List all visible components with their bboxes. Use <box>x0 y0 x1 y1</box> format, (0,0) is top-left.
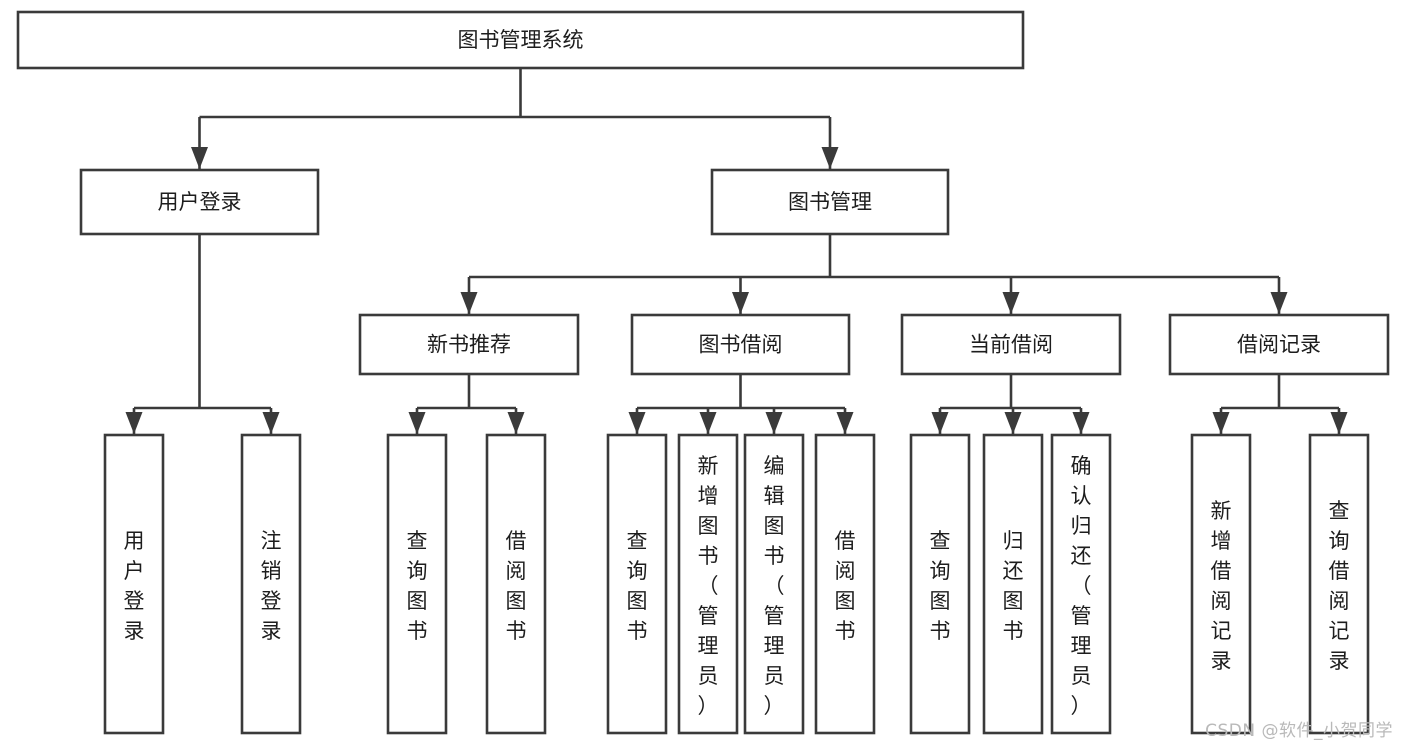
arrow-head-icon <box>1270 292 1288 314</box>
node-user-login[interactable]: 用户登录 <box>79 168 320 236</box>
arrow-head-icon <box>262 412 280 434</box>
node-leaf-return-book-box[interactable] <box>982 433 1044 735</box>
arrow-head-icon <box>699 412 717 434</box>
node-new-book-rec-box[interactable] <box>358 313 580 376</box>
node-leaf-borrow-book-1-label: 借阅图书 <box>506 529 527 643</box>
arrow-head-icon <box>931 412 949 434</box>
arrow-head-icon <box>836 412 854 434</box>
node-user-login-label: 用户登录 <box>158 190 242 214</box>
node-boxes-layer: 图书管理系统用户登录图书管理新书推荐图书借阅当前借阅借阅记录用户登录注销登录查询… <box>16 10 1390 735</box>
node-leaf-add-record-box[interactable] <box>1190 433 1252 735</box>
node-leaf-logout-box[interactable] <box>240 433 302 735</box>
node-leaf-return-book-label: 归还图书 <box>1003 529 1024 643</box>
node-borrow-record-label: 借阅记录 <box>1237 333 1321 357</box>
node-leaf-query-book-3-box[interactable] <box>909 433 971 735</box>
arrow-head-icon <box>1002 292 1020 314</box>
node-leaf-confirm-return[interactable]: 确认归还（管理员） <box>1050 433 1112 735</box>
node-leaf-confirm-return-label: 确认归还（管理员） <box>1071 454 1092 718</box>
node-leaf-return-book[interactable]: 归还图书 <box>982 433 1044 735</box>
arrow-head-icon <box>125 412 143 434</box>
node-leaf-borrow-book-2-box[interactable] <box>814 433 876 735</box>
node-leaf-user-login[interactable]: 用户登录 <box>103 433 165 735</box>
node-leaf-edit-book[interactable]: 编辑图书（管理员） <box>743 433 805 735</box>
node-borrow-record-box[interactable] <box>1168 313 1390 376</box>
node-leaf-query-book-1-box[interactable] <box>386 433 448 735</box>
arrow-head-icon <box>732 292 749 314</box>
arrow-head-icon <box>1004 412 1022 434</box>
node-book-borrow-label: 图书借阅 <box>699 333 783 357</box>
node-leaf-query-record[interactable]: 查询借阅记录 <box>1308 433 1370 735</box>
node-leaf-logout[interactable]: 注销登录 <box>240 433 302 735</box>
node-leaf-add-book-box[interactable] <box>677 433 739 735</box>
arrow-head-icon <box>765 412 783 434</box>
node-leaf-user-login-label: 用户登录 <box>124 529 145 643</box>
arrow-head-icon <box>507 412 525 434</box>
node-book-borrow[interactable]: 图书借阅 <box>630 313 851 376</box>
node-leaf-query-book-1[interactable]: 查询图书 <box>386 433 448 735</box>
node-leaf-query-book-2-box[interactable] <box>606 433 668 735</box>
arrow-head-icon <box>628 412 646 434</box>
node-leaf-query-book-3-label: 查询图书 <box>930 529 951 643</box>
node-book-manage-box[interactable] <box>710 168 950 236</box>
arrow-head-icon <box>191 147 208 169</box>
arrow-head-icon <box>1072 412 1090 434</box>
arrow-head-icon <box>821 147 839 169</box>
watermark-credit: CSDN @软件_小贺同学 <box>1205 721 1393 741</box>
node-book-borrow-box[interactable] <box>630 313 851 376</box>
node-new-book-rec-label: 新书推荐 <box>427 333 511 357</box>
node-leaf-edit-book-box[interactable] <box>743 433 805 735</box>
node-borrow-record[interactable]: 借阅记录 <box>1168 313 1390 376</box>
node-book-manage-label: 图书管理 <box>788 190 872 214</box>
node-root-label: 图书管理系统 <box>458 28 584 52</box>
node-leaf-user-login-box[interactable] <box>103 433 165 735</box>
node-book-manage[interactable]: 图书管理 <box>710 168 950 236</box>
node-leaf-add-record-label: 新增借阅记录 <box>1211 499 1232 673</box>
node-leaf-borrow-book-1[interactable]: 借阅图书 <box>485 433 547 735</box>
node-leaf-confirm-return-box[interactable] <box>1050 433 1112 735</box>
node-leaf-add-book[interactable]: 新增图书（管理员） <box>677 433 739 735</box>
node-user-login-box[interactable] <box>79 168 320 236</box>
node-root[interactable]: 图书管理系统 <box>16 10 1025 70</box>
connector-lines-layer <box>125 68 1348 434</box>
node-leaf-add-book-label: 新增图书（管理员） <box>698 454 719 718</box>
node-leaf-edit-book-label: 编辑图书（管理员） <box>764 454 785 718</box>
arrow-head-icon <box>460 292 478 314</box>
node-leaf-add-record[interactable]: 新增借阅记录 <box>1190 433 1252 735</box>
node-new-book-rec[interactable]: 新书推荐 <box>358 313 580 376</box>
arrow-head-icon <box>1212 412 1230 434</box>
node-leaf-query-record-box[interactable] <box>1308 433 1370 735</box>
node-leaf-query-book-2-label: 查询图书 <box>627 529 648 643</box>
node-leaf-query-book-3[interactable]: 查询图书 <box>909 433 971 735</box>
node-leaf-borrow-book-2[interactable]: 借阅图书 <box>814 433 876 735</box>
arrow-head-icon <box>1330 412 1348 434</box>
node-root-box[interactable] <box>16 10 1025 70</box>
node-leaf-query-record-label: 查询借阅记录 <box>1329 499 1350 673</box>
node-current-borrow[interactable]: 当前借阅 <box>900 313 1122 376</box>
node-leaf-query-book-1-label: 查询图书 <box>407 529 428 643</box>
node-current-borrow-label: 当前借阅 <box>969 333 1053 357</box>
node-leaf-query-book-2[interactable]: 查询图书 <box>606 433 668 735</box>
node-leaf-borrow-book-2-label: 借阅图书 <box>835 529 856 643</box>
node-leaf-logout-label: 注销登录 <box>261 529 282 643</box>
node-leaf-borrow-book-1-box[interactable] <box>485 433 547 735</box>
node-current-borrow-box[interactable] <box>900 313 1122 376</box>
arrow-head-icon <box>408 412 426 434</box>
